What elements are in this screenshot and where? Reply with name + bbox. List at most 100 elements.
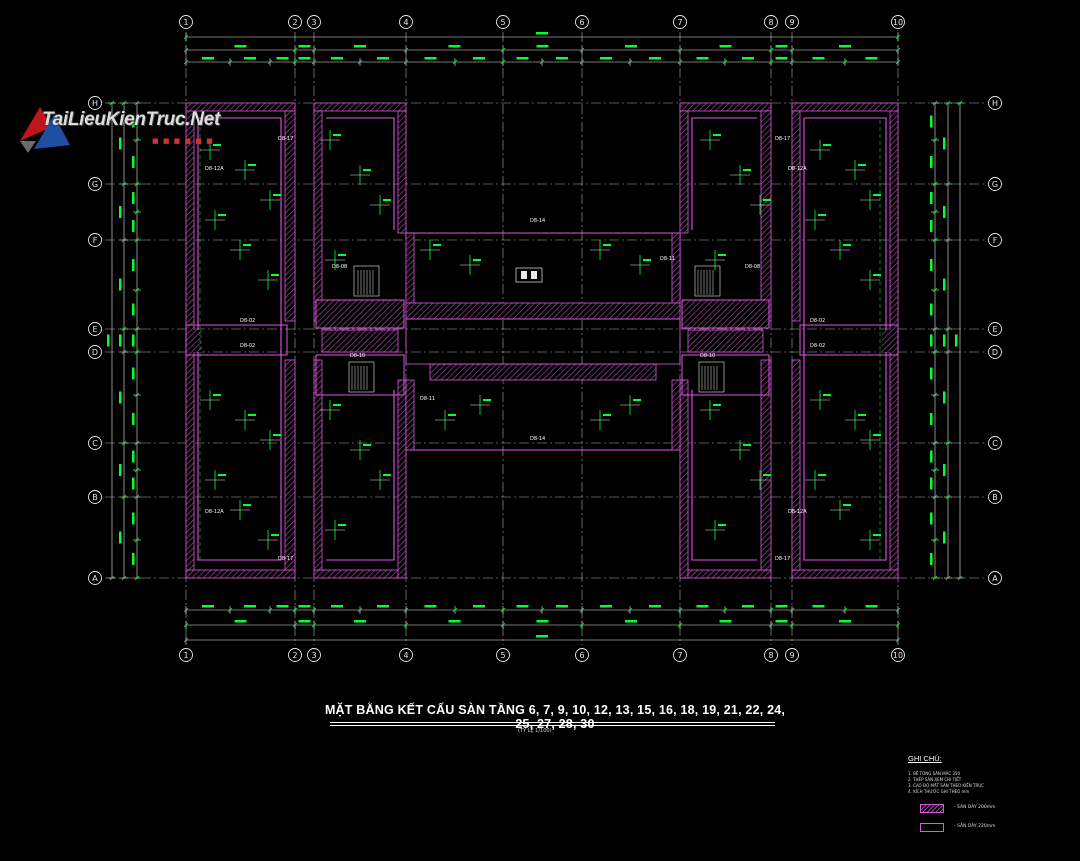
- dim-slash: [183, 59, 189, 65]
- dim-text: [536, 32, 548, 35]
- dim-slash: [403, 607, 409, 613]
- stair-box: [694, 265, 721, 297]
- slab-outline: [326, 390, 395, 561]
- dim-text: [649, 605, 661, 608]
- dim-slash: [945, 440, 951, 446]
- dim-slash: [579, 622, 585, 628]
- beam-tag: D8-17: [278, 556, 293, 562]
- dim-slash: [121, 575, 127, 581]
- beam-label: [333, 134, 341, 136]
- slab-outline: [803, 117, 887, 561]
- dim-slash: [267, 607, 273, 613]
- dim-slash: [677, 47, 683, 53]
- dim-slash: [627, 607, 633, 613]
- grid-bubble: [179, 15, 193, 29]
- grid-bubble: [988, 571, 1002, 585]
- dim-slash: [403, 59, 409, 65]
- dim-text: [719, 620, 732, 623]
- beam-label: [271, 534, 279, 536]
- balcony-box: [185, 324, 288, 356]
- balcony-hatch: [882, 330, 896, 352]
- beam-tag: D8-02: [810, 318, 825, 324]
- dim-slash: [945, 494, 951, 500]
- grid-bubble: [673, 648, 687, 662]
- grid-bubble: [307, 15, 321, 29]
- beam-label: [383, 199, 391, 201]
- dim-text: [742, 57, 754, 60]
- dim-text: [424, 57, 437, 60]
- beam-tag: D8-08: [332, 264, 347, 270]
- beam-tag: D8-02: [240, 343, 255, 349]
- wall-hatch: [679, 110, 689, 234]
- beam-label: [248, 164, 256, 166]
- dim-text: [132, 477, 135, 490]
- dim-slash: [895, 34, 901, 40]
- dim-text: [812, 57, 825, 60]
- beam-label: [763, 474, 771, 476]
- dim-text: [812, 605, 825, 608]
- dim-text: [377, 605, 389, 608]
- dim-text: [930, 220, 933, 232]
- dim-text: [943, 137, 946, 150]
- beam-label: [243, 244, 251, 246]
- dim-slash: [121, 440, 127, 446]
- dim-slash: [500, 622, 506, 628]
- dim-text: [132, 192, 135, 204]
- beam-label: [873, 274, 881, 276]
- beam-label: [271, 274, 279, 276]
- dim-text: [930, 303, 933, 316]
- beam-label: [603, 414, 611, 416]
- dim-text: [930, 115, 933, 128]
- dim-slash: [227, 607, 233, 613]
- beam-label: [338, 254, 346, 256]
- grid-bubble: [988, 177, 1002, 191]
- grid-bubble: [288, 15, 302, 29]
- beam-label: [818, 214, 826, 216]
- dim-text: [865, 605, 878, 608]
- grid-bubble-label: A: [92, 574, 98, 583]
- dim-slash: [403, 47, 409, 53]
- grid-bubble: [399, 15, 413, 29]
- beam-label: [248, 414, 256, 416]
- dim-slash: [292, 622, 298, 628]
- wall-hatch: [791, 102, 899, 112]
- core-box: [315, 354, 405, 396]
- dim-text: [930, 192, 933, 204]
- grid-bubble-label: E: [92, 325, 97, 334]
- wall-hatch: [791, 569, 899, 579]
- grid-bubble: [891, 648, 905, 662]
- slab-outline: [197, 117, 282, 561]
- dim-text: [331, 605, 343, 608]
- dim-text: [276, 57, 289, 60]
- beam-lines: [199, 120, 881, 560]
- grid-bubble-label: G: [92, 180, 98, 189]
- dim-slash: [932, 537, 938, 543]
- wall-hatch: [760, 110, 772, 322]
- beam-label: [633, 399, 641, 401]
- dim-slash: [722, 607, 728, 613]
- dim-slash: [932, 349, 938, 355]
- beam-label: [448, 414, 456, 416]
- dim-text: [930, 553, 933, 565]
- dim-text: [930, 477, 933, 490]
- dim-slash: [768, 622, 774, 628]
- grid-bubble: [988, 96, 1002, 110]
- dim-slash: [627, 59, 633, 65]
- grid-bubble: [399, 648, 413, 662]
- grid-bubble: [575, 648, 589, 662]
- grid-bubble-label: A: [992, 574, 998, 583]
- dim-slash: [134, 575, 140, 581]
- dim-slash: [945, 237, 951, 243]
- grid-bubble-label: H: [92, 99, 98, 108]
- beam-tags: D8-14D8-14D8-02D8-02D8-02D8-02D8-12AD8-1…: [205, 136, 825, 562]
- beam-label: [718, 524, 726, 526]
- wall-hatch: [313, 102, 407, 112]
- grid-bubble-label: H: [992, 99, 998, 108]
- beam-label: [823, 394, 831, 396]
- dim-text: [424, 605, 437, 608]
- dim-slash: [134, 537, 140, 543]
- dim-slash: [945, 326, 951, 332]
- grid-bubble-label: 1: [183, 651, 188, 660]
- dim-slash: [579, 47, 585, 53]
